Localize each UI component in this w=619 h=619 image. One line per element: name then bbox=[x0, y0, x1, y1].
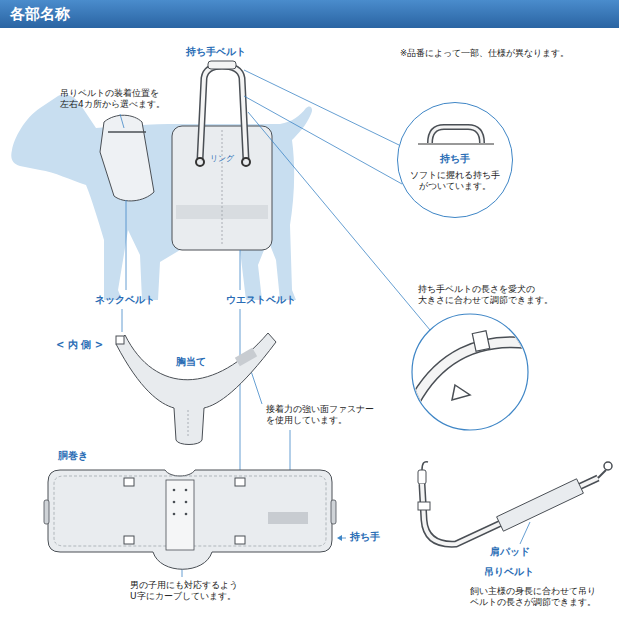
part-name: ウエストベルト bbox=[226, 294, 296, 307]
buckle bbox=[418, 502, 430, 510]
page-title: 各部名称 bbox=[10, 5, 70, 24]
dot bbox=[185, 513, 188, 516]
part-name: 持ち手 bbox=[350, 531, 380, 544]
leader-line bbox=[240, 250, 241, 290]
base-line bbox=[418, 144, 494, 145]
callout-note: 接着力の強い面ファスナー を使用しています。 bbox=[266, 404, 384, 427]
strap bbox=[410, 342, 540, 410]
callout-body: ソフトに握れる持ち手 がついています。 bbox=[406, 170, 504, 193]
shoulder-pad bbox=[497, 479, 584, 531]
dot bbox=[173, 513, 176, 516]
leader-line bbox=[244, 70, 399, 145]
leader-line bbox=[240, 309, 241, 476]
arrow-head bbox=[337, 535, 342, 541]
ring bbox=[242, 158, 250, 166]
strip-dots bbox=[173, 489, 188, 516]
center-strip bbox=[166, 480, 194, 550]
buckle bbox=[124, 478, 134, 486]
part-name: 吊りベルト bbox=[484, 566, 534, 579]
part-name: ネックベルト bbox=[95, 294, 155, 307]
part-name: 胸当て bbox=[176, 356, 206, 369]
neck-strap bbox=[108, 131, 146, 133]
hook bbox=[418, 470, 426, 484]
chest-plate bbox=[116, 333, 276, 445]
dot bbox=[173, 489, 176, 492]
leader-line bbox=[520, 522, 530, 544]
handle-belt-inner bbox=[200, 66, 246, 160]
dot bbox=[173, 501, 176, 504]
buckle bbox=[116, 336, 124, 344]
handle-shape bbox=[430, 127, 482, 143]
wrap-handle bbox=[44, 500, 49, 524]
hang-belt-inner bbox=[422, 478, 598, 544]
callout-note: 吊りベルトの装着位置を 左右4カ所から選べます。 bbox=[60, 88, 178, 111]
chest-harness bbox=[100, 115, 154, 201]
part-name: リング bbox=[210, 154, 234, 164]
part-name: 胴巻き bbox=[58, 450, 88, 463]
callout-note: 持ち手ベルトの長さを愛犬の 大きさに合わせて調節できます。 bbox=[418, 284, 556, 307]
wrap-handle bbox=[331, 500, 336, 524]
strap-inner bbox=[410, 342, 540, 410]
leader-line bbox=[244, 96, 402, 184]
body-wrap bbox=[172, 126, 272, 250]
buckle bbox=[235, 536, 245, 544]
part-name: 持ち手ベルト bbox=[186, 46, 246, 59]
dog-silhouette bbox=[11, 94, 312, 300]
adjuster-buckle bbox=[472, 331, 489, 352]
view-label: < 内 側 > bbox=[56, 339, 103, 352]
detail-circle: 持ち手ソフトに握れる持ち手 がついています。 bbox=[397, 102, 513, 218]
leader-line bbox=[120, 114, 124, 128]
hang-belt bbox=[422, 478, 598, 544]
callout-note: 飼い主様の身長に合わせて吊り ベルトの長さが調節できます。 bbox=[470, 586, 608, 609]
handle-grip bbox=[208, 61, 236, 69]
header-bar bbox=[0, 0, 619, 28]
leader-line bbox=[122, 309, 123, 332]
callout-note: 男の子用にも対応するよう U字にカーブしています。 bbox=[130, 580, 254, 603]
buckle bbox=[235, 478, 245, 486]
handle-shape bbox=[430, 127, 482, 143]
fastener-patch bbox=[268, 512, 308, 524]
hook bbox=[604, 462, 612, 470]
hook bbox=[598, 470, 606, 478]
dot bbox=[185, 501, 188, 504]
dot bbox=[185, 489, 188, 492]
wrap-stitch bbox=[222, 130, 223, 246]
note-text: ※品番によって一部、仕様が異なります。 bbox=[400, 48, 569, 59]
handle-belt bbox=[200, 66, 246, 160]
detail-strap bbox=[410, 331, 540, 410]
waist-wrap bbox=[48, 470, 332, 569]
triangle-ring bbox=[452, 385, 470, 400]
fastener-patch bbox=[235, 348, 257, 367]
callout-heading: 持ち手 bbox=[406, 153, 504, 166]
stitch bbox=[188, 410, 189, 436]
ring bbox=[196, 158, 204, 166]
hook bbox=[422, 462, 428, 470]
buckle bbox=[124, 536, 134, 544]
leader-line bbox=[126, 200, 127, 290]
part-name: 肩パッド bbox=[490, 546, 530, 559]
